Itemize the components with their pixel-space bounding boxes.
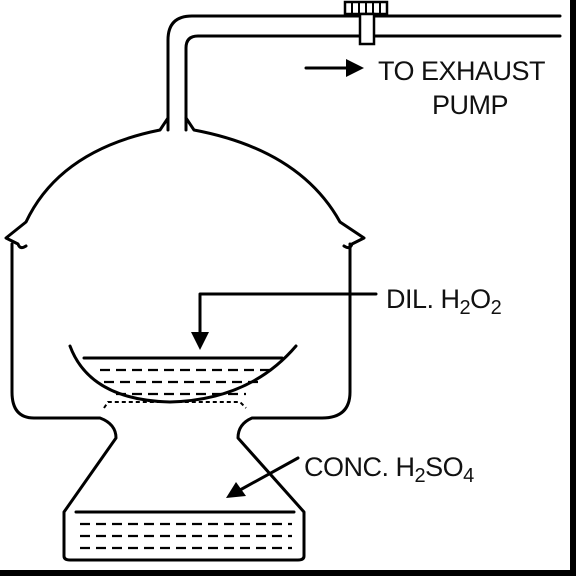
exhaust-tube [166,14,562,132]
dil-h2o2-label: DIL. H2O2 [386,284,502,319]
dil-arrow [191,292,378,350]
exhaust-arrow [304,59,364,77]
conc-h2so4-label: CONC. H2SO4 [304,452,474,487]
conc-arrow [226,456,300,498]
exhaust-label-line1: TO EXHAUST [378,56,546,86]
desiccator-lid [4,116,366,250]
desiccator-body [10,242,352,562]
evaporating-dish [68,344,298,404]
exhaust-label-line2: PUMP [432,90,509,120]
stopcock-valve [343,0,389,46]
acid-liquid-layer [74,510,296,550]
